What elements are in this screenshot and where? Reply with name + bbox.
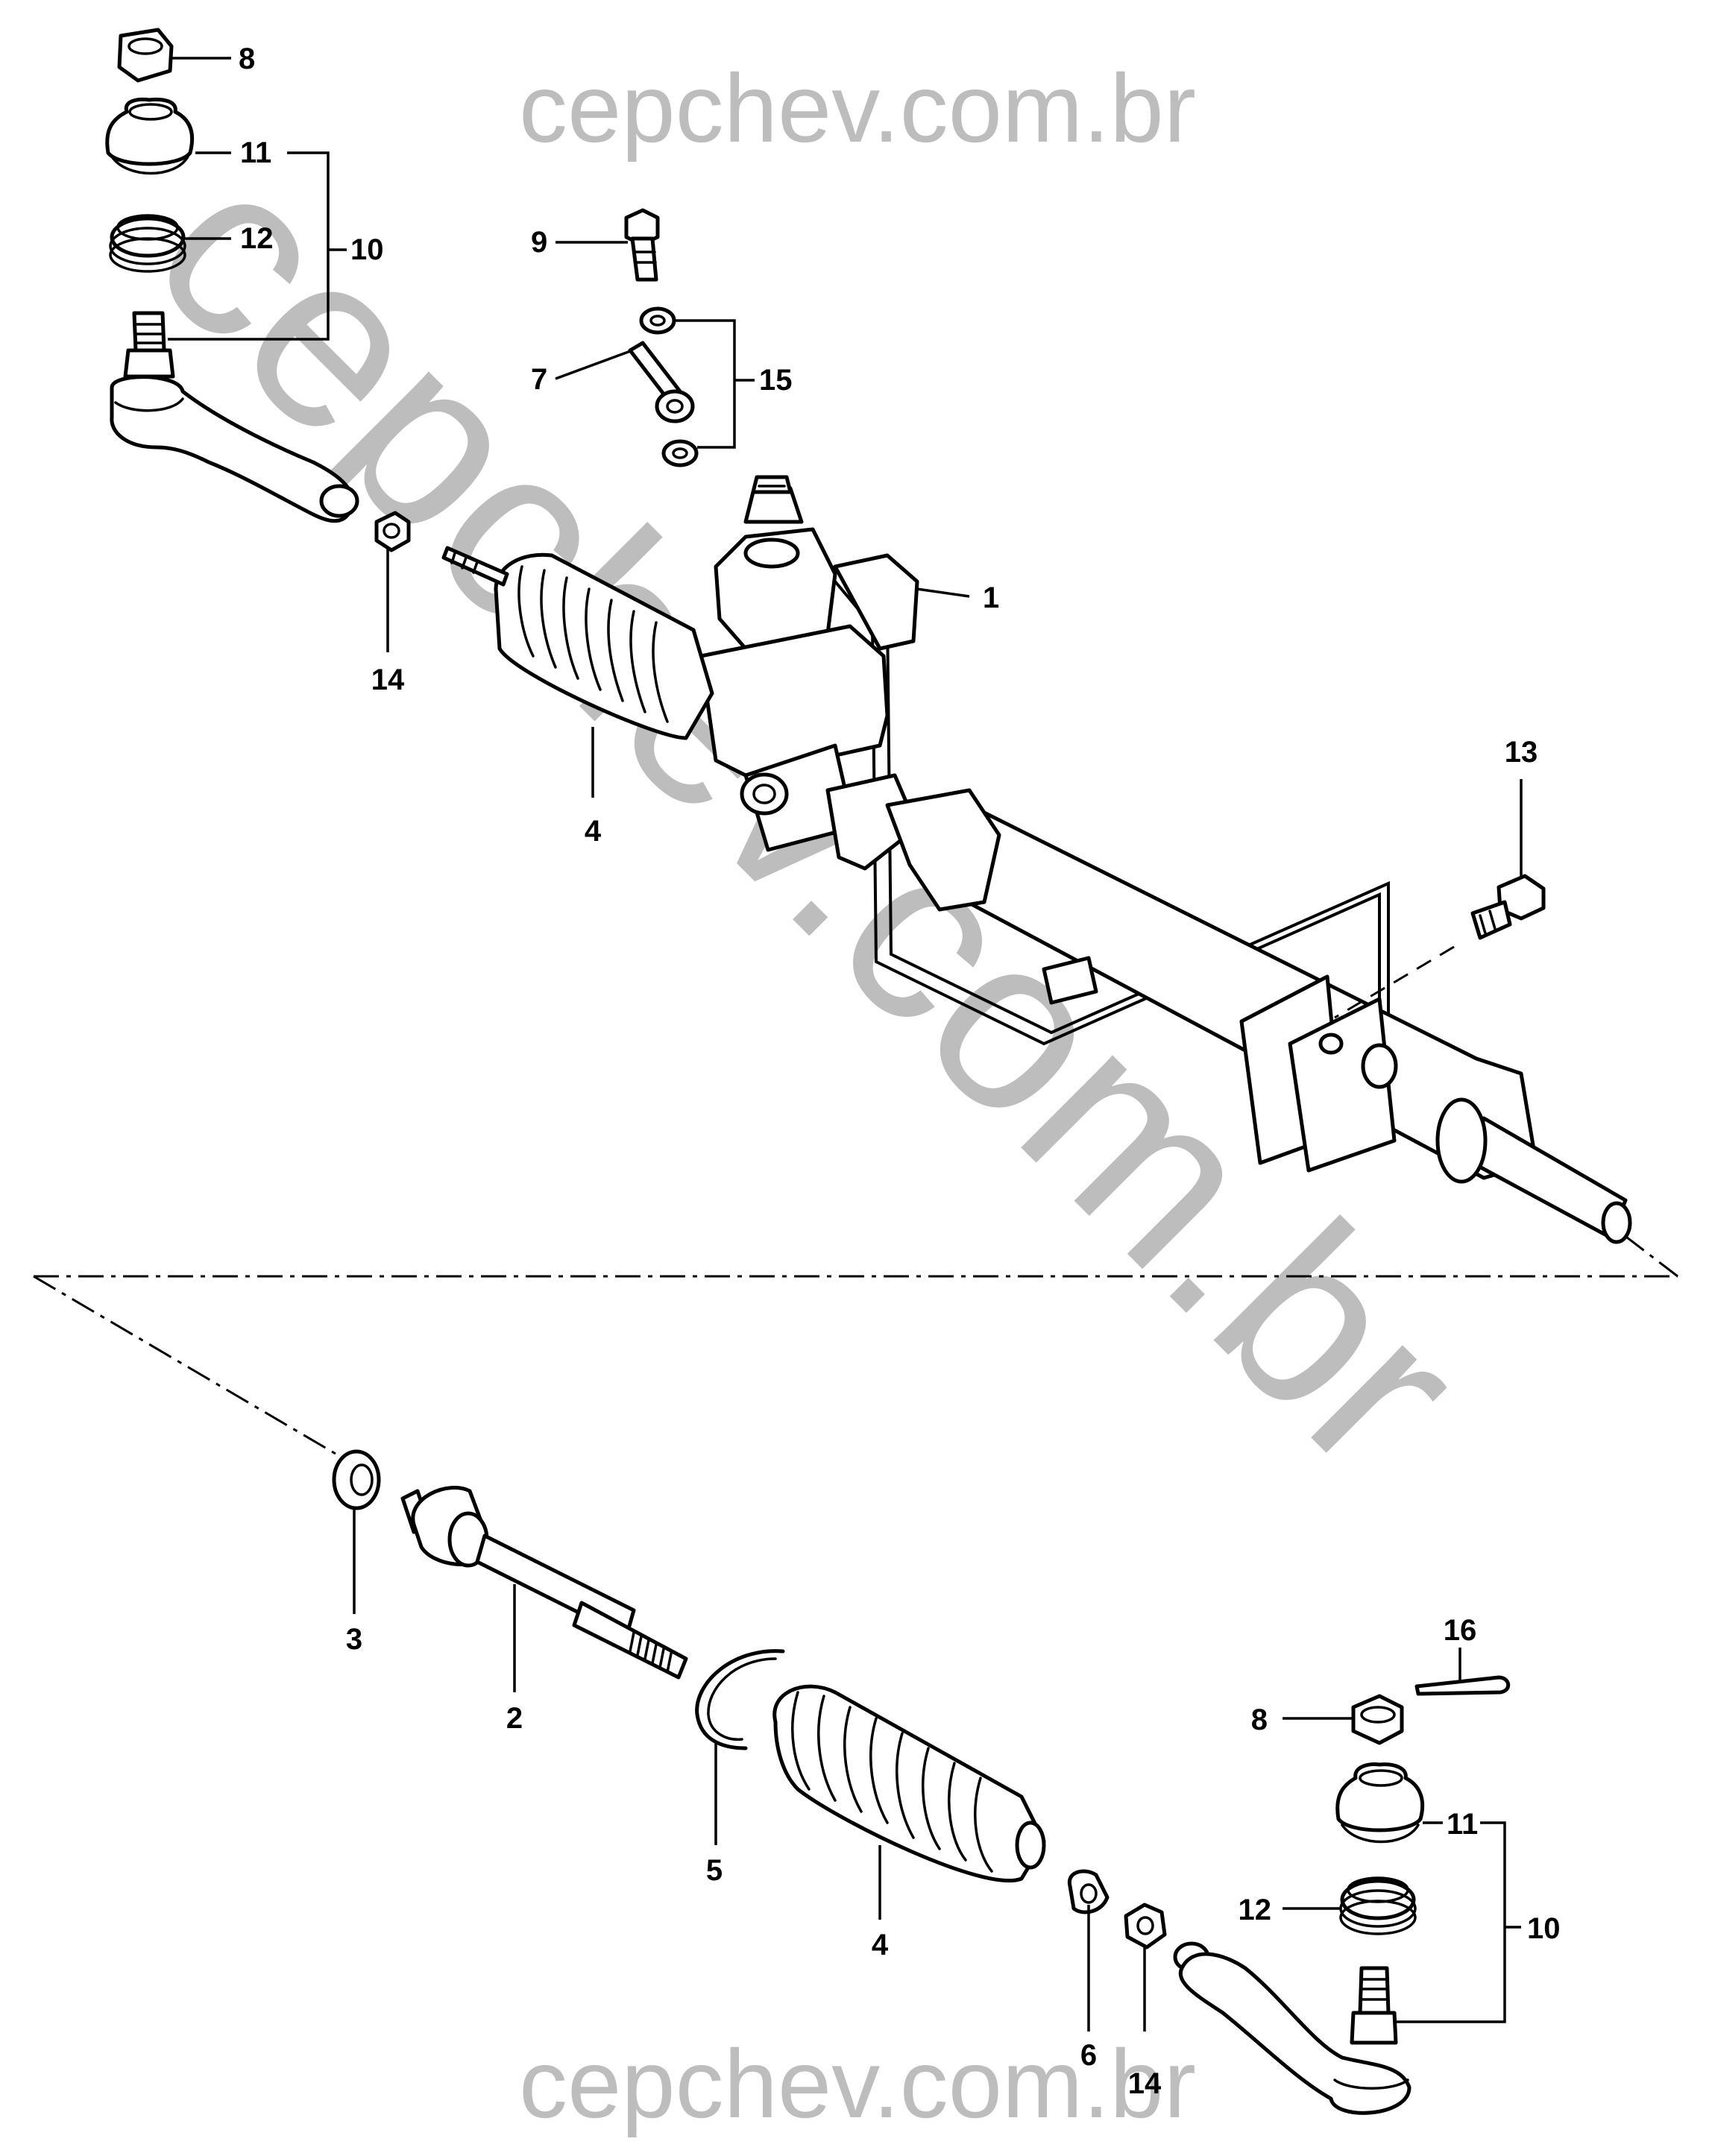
- callout-8-bottom: 8: [1251, 1703, 1268, 1736]
- spring-12-top: [109, 214, 186, 273]
- hex-nut-8-bottom: [1351, 1694, 1404, 1745]
- assembly-axis-bottom: [33, 1275, 336, 1455]
- callout-11-top: 11: [240, 136, 271, 169]
- tie-rod-end-10-top: [110, 311, 359, 523]
- callout-3: 3: [346, 1623, 362, 1656]
- callout-4-bottom: 4: [872, 1929, 889, 1961]
- callout-15: 15: [759, 364, 793, 397]
- callout-4-top: 4: [585, 815, 602, 848]
- hex-nut-8-top: [117, 28, 174, 83]
- clamp-ring-5: [695, 1649, 785, 1750]
- callout-2: 2: [506, 1702, 523, 1735]
- callout-12-top: 12: [240, 222, 274, 255]
- spring-12-bottom: [1339, 1876, 1417, 1935]
- banjo-fitting-7: [628, 341, 695, 423]
- callout-1: 1: [983, 581, 999, 614]
- callout-12-bottom: 12: [1239, 1894, 1272, 1926]
- callout-9: 9: [531, 226, 547, 259]
- lock-ring-3: [332, 1449, 381, 1510]
- watermark-top: cepchev.com.br: [519, 54, 1196, 163]
- dust-boot-11-top: [105, 97, 195, 175]
- callout-10-bottom: 10: [1527, 1912, 1561, 1945]
- callout-11-bottom: 11: [1447, 1808, 1478, 1841]
- watermark-bottom: cepchev.com.br: [519, 2029, 1196, 2138]
- callout-16: 16: [1444, 1614, 1477, 1647]
- callout-5: 5: [706, 1854, 723, 1887]
- nut-14-bottom: [1124, 1903, 1167, 1949]
- callout-7: 7: [531, 363, 547, 396]
- callout-14-top: 14: [371, 663, 405, 696]
- washer-15-lower: [661, 439, 699, 467]
- tie-rod-end-10-bottom: [1173, 1941, 1412, 2115]
- cotter-pin-16: [1414, 1675, 1511, 1696]
- callout-14-bottom: 14: [1128, 2067, 1162, 2100]
- bellows-boot-4-bottom: [772, 1684, 1046, 1883]
- callout-8-top: 8: [239, 42, 255, 75]
- bolt-13: [1334, 874, 1546, 1019]
- leader-lines: [168, 57, 1523, 2032]
- inner-tie-rod-2: [400, 1486, 688, 1680]
- callout-6: 6: [1080, 2039, 1097, 2072]
- washer-15-upper: [639, 306, 676, 335]
- steering-gear-housing-1: [441, 475, 1632, 1244]
- nut-14-top: [374, 511, 411, 552]
- clip-6: [1067, 1869, 1110, 1914]
- callout-10-top: 10: [350, 233, 384, 266]
- callout-labels: 8 11 12 10 14 4 9 7 15 1 13 3 2 5 4 6 14…: [239, 42, 1561, 2100]
- callout-13: 13: [1505, 736, 1538, 769]
- dust-boot-11-bottom: [1335, 1762, 1425, 1844]
- bolt-9: [624, 208, 660, 282]
